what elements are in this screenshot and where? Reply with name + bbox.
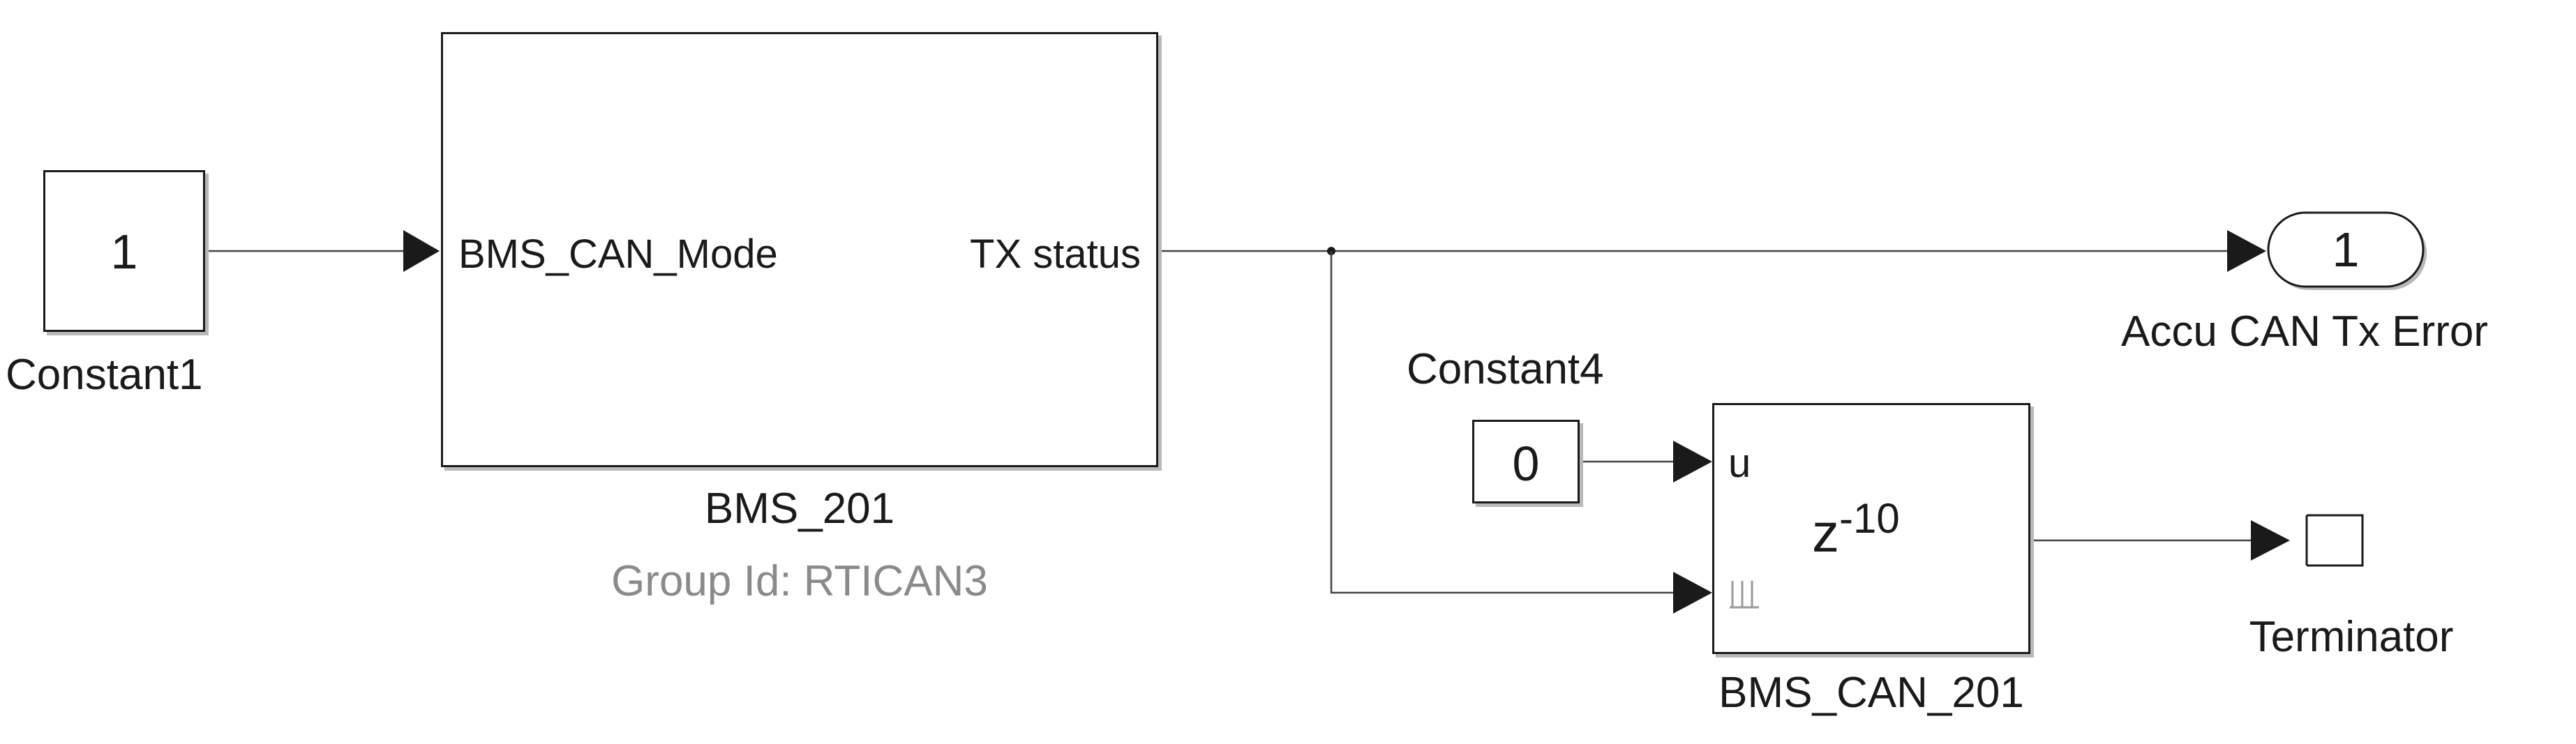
constant1-value: 1 [110, 225, 138, 279]
arrowhead-terminator-input [2251, 520, 2290, 561]
outport-name: Accu CAN Tx Error [2121, 308, 2488, 356]
bms201-input-port-label: BMS_CAN_Mode [458, 231, 778, 277]
constant4-block[interactable]: 0 [1472, 420, 1580, 503]
wire-branch-to-delay[interactable] [1330, 251, 1673, 594]
arrowhead-outport-input [2227, 230, 2266, 272]
constant4-name: Constant4 [1407, 345, 1604, 393]
constant4-value: 0 [1512, 436, 1540, 491]
delay-base: z [1812, 502, 1839, 563]
arrowhead-delay-input2 [1673, 572, 1712, 614]
arrowhead-delay-input-u [1673, 441, 1712, 483]
terminator-icon[interactable] [2305, 514, 2364, 567]
delay-expression: z-10 [1812, 494, 1900, 565]
bms201-block[interactable]: BMS_CAN_Mode TX status [441, 32, 1158, 467]
delay-input-u-label: u [1728, 441, 1751, 486]
outport-block[interactable] [2267, 211, 2425, 288]
constant1-block[interactable]: 1 [43, 170, 205, 332]
outport-number: 1 [2332, 222, 2360, 277]
delay-block[interactable]: u z-10 [1712, 403, 2030, 654]
delay-exponent: -10 [1839, 495, 1900, 542]
constant1-name: Constant1 [6, 351, 203, 399]
reset-port-icon [1730, 581, 1759, 609]
delay-name: BMS_CAN_201 [1718, 669, 2024, 717]
terminator-name: Terminator [2249, 613, 2454, 661]
arrowhead-bms201-input [403, 230, 440, 272]
bms201-group-id: Group Id: RTICAN3 [611, 557, 988, 605]
bms201-output-port-label: TX status [970, 231, 1141, 277]
bms201-name: BMS_201 [704, 485, 895, 533]
